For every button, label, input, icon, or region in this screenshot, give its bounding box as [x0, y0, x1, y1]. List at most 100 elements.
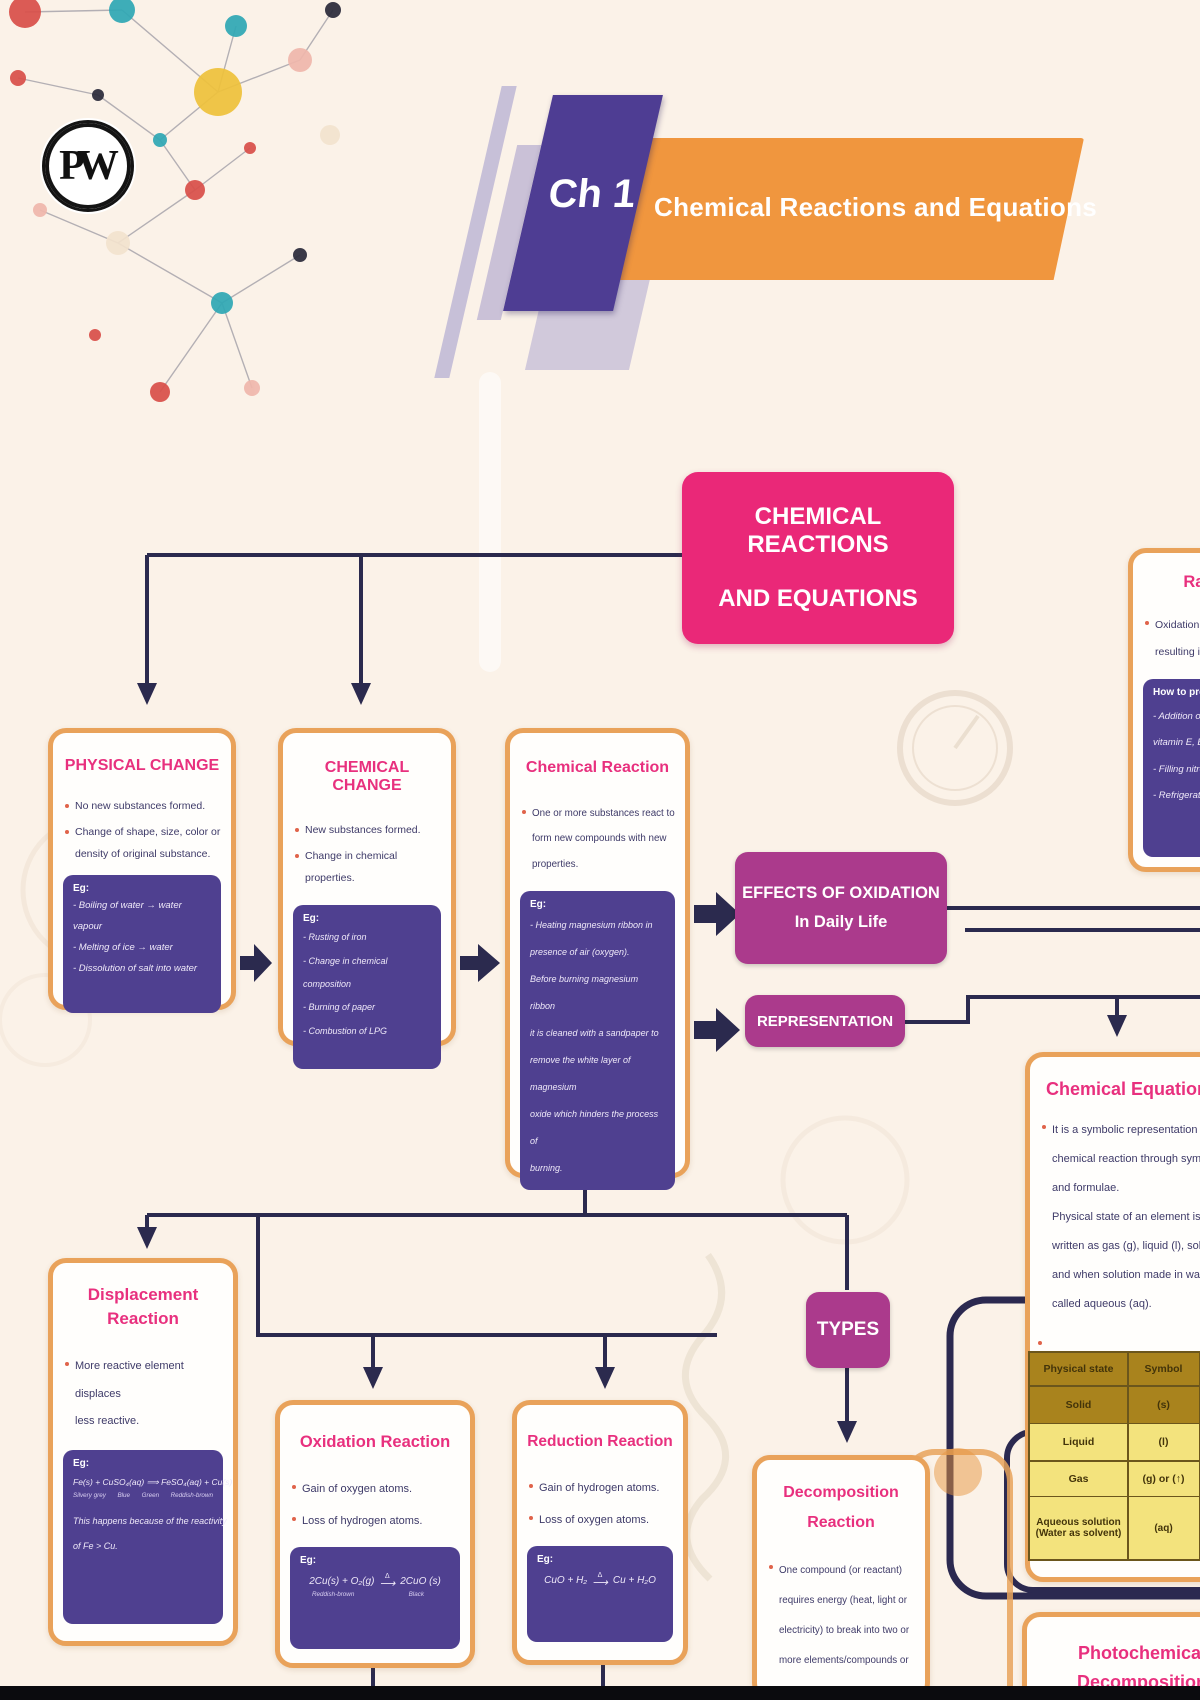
prevention-item: - Addition of antioxidants (like vitamin… [1153, 710, 1200, 749]
examples-box: Eg: - Boiling of water → water vapour - … [63, 875, 221, 1014]
color-label: Black [408, 1591, 424, 1598]
representation-badge-label: REPRESENTATION [756, 1012, 894, 1030]
examples-box: Eg: - Rusting of iron - Change in chemic… [293, 905, 441, 1070]
bullet-dot-icon [522, 810, 526, 814]
table-cell: (aq) [1128, 1497, 1199, 1559]
example-item: - Burning of paper [303, 1002, 376, 1013]
delta-label: Δ [384, 1573, 390, 1580]
bullet: Loss of hydrogen atoms. [290, 1508, 460, 1536]
equation-reactants: 2Cu(s) + O₂(g) [309, 1576, 375, 1587]
table-header-symbol: Symbol [1128, 1353, 1199, 1385]
bullet: One or more substances react to form new… [520, 801, 675, 877]
physical-state-symbol-table: Physical state Symbol Solid (s) Liquid (… [1028, 1351, 1200, 1561]
example-item: - Change in chemical composition [303, 955, 388, 989]
pw-logo-text: PW [59, 143, 119, 189]
effects-of-oxidation-badge: EFFECTS OF OXIDATION In Daily Life [735, 852, 947, 964]
decomposition-title-line1: Decomposition [783, 1484, 899, 1501]
displacement-note: This happens because of the reactivity o… [73, 1515, 227, 1551]
reduction-equation: CuO + H₂ Δ⟶ Cu + H₂O [537, 1572, 663, 1589]
bullet-dot-icon [529, 1515, 533, 1520]
chemical-equation-title: Chemical Equation [1046, 1079, 1200, 1099]
displacement-reaction-card: Displacement Reaction More reactive elem… [48, 1258, 238, 1646]
color-label: Reddish-brown [312, 1591, 355, 1598]
examples-box: Eg: Fe(s) + CuSO₄(aq) ⟹ FeSO₄(aq) + Cu(s… [63, 1449, 232, 1624]
root-topic-node: CHEMICAL REACTIONS AND EQUATIONS [682, 472, 954, 644]
equation-products: Cu + H₂O [612, 1575, 656, 1586]
bullet-dot-icon [1042, 1125, 1046, 1129]
displacement-title-line1: Displacement [87, 1285, 199, 1304]
eg-label: Eg: [73, 1457, 90, 1469]
bullet-dot-icon [769, 1565, 773, 1569]
equation-products: 2CuO (s) [400, 1576, 441, 1587]
molecule-network-dots [9, 0, 341, 402]
bullet: It is a symbolic representation of chemi… [1040, 1116, 1200, 1319]
chemical-change-title: CHEMICAL CHANGE [324, 759, 410, 794]
displacement-title-line2: Reaction [107, 1309, 179, 1328]
table-cell: (g) or (↑) [1128, 1461, 1199, 1496]
bullet-dot-icon [295, 854, 299, 859]
equation-color-labels: Silvery grey Blue Green Reddish-brown [73, 1492, 213, 1499]
chapter-title: Chemical Reactions and Equations [654, 192, 1098, 222]
bullet-dot-icon [1145, 621, 1149, 625]
oxidation-title: Oxidation Reaction [299, 1433, 451, 1451]
table-cell: Solid [1030, 1386, 1127, 1423]
prevent-label: How to prevent rancidity: [1153, 686, 1200, 698]
delta-arrow-icon: Δ⟶ [592, 1572, 608, 1589]
chemical-reaction-title: Chemical Reaction [525, 759, 670, 776]
pw-logo: PW [42, 120, 134, 212]
delta-label: Δ [597, 1572, 603, 1579]
decomposition-reaction-card: Decomposition Reaction One compound (or … [752, 1455, 930, 1700]
eg-label: Eg: [300, 1555, 317, 1566]
root-topic-line1: CHEMICAL REACTIONS [747, 503, 889, 558]
oxidation-equation: 2Cu(s) + O₂(g) Δ⟶ 2CuO (s) [300, 1573, 450, 1590]
examples-box: Eg: CuO + H₂ Δ⟶ Cu + H₂O [527, 1546, 673, 1642]
color-label: Green [141, 1491, 160, 1499]
equation-reactants: CuO + H₂ [544, 1575, 588, 1586]
prevention-box: How to prevent rancidity: - Addition of … [1143, 678, 1200, 857]
example-item: - Rusting of iron [303, 932, 367, 943]
types-badge: TYPES [806, 1292, 890, 1368]
bullet-dot-icon [529, 1484, 533, 1488]
prevention-item: - Filling nitrogen gas in food packets [1153, 763, 1200, 775]
color-label: Silvery grey [73, 1491, 106, 1499]
color-label: Reddish-brown [170, 1491, 213, 1499]
bullet-dot-icon [292, 1485, 296, 1489]
bullet-dot-icon [1038, 1341, 1042, 1345]
bullet-dot-icon [65, 830, 69, 835]
effects-badge-line2: In Daily Life [794, 913, 888, 931]
physical-change-card: PHYSICAL CHANGE No new substances formed… [48, 728, 236, 1014]
thick-arrows [240, 892, 740, 1052]
example-item: - Combustion of LPG [303, 1025, 388, 1036]
eg-label: Eg: [303, 913, 320, 925]
bullet-dot-icon [292, 1516, 296, 1521]
bullet-dot-icon [65, 804, 69, 808]
table-cell: Gas [1030, 1461, 1127, 1496]
chemical-equation-card: Chemical Equation It is a symbolic repre… [1025, 1052, 1200, 1582]
eg-label: Eg: [537, 1554, 554, 1565]
representation-badge: REPRESENTATION [745, 995, 905, 1047]
example-item: - Heating magnesium ribbon in presence o… [530, 920, 659, 1174]
bullet: Gain of oxygen atoms. [290, 1476, 460, 1504]
example-item: - Dissolution of salt into water [73, 962, 198, 974]
photochemical-decomposition-card: Photochemical Decomposition [1022, 1612, 1200, 1700]
physical-change-title: PHYSICAL CHANGE [64, 757, 220, 774]
eg-label: Eg: [73, 883, 90, 895]
chapter-number: Ch 1 [546, 172, 638, 216]
prevention-item: - Refrigeration of food items [1153, 790, 1200, 802]
photochemical-title-line1: Photochemical [1077, 1643, 1200, 1663]
example-item: - Boiling of water → water vapour [73, 900, 182, 933]
color-label: Blue [117, 1491, 131, 1499]
bullet: Change in chemical properties. [293, 845, 441, 889]
example-item: - Melting of ice → water [73, 941, 173, 953]
chemical-reaction-card: Chemical Reaction One or more substances… [505, 728, 690, 1191]
equation-color-labels: Reddish-brown Black [300, 1589, 450, 1598]
rancidity-card: Rancidity Oxidation of fats and oils in … [1128, 548, 1200, 872]
delta-arrow-icon: Δ⟶ [379, 1573, 396, 1590]
examples-box: Eg: - Heating magnesium ribbon in presen… [520, 891, 675, 1191]
rancidity-title: Rancidity [1183, 573, 1200, 591]
bullet: More reactive element displaces less rea… [63, 1353, 223, 1436]
chemical-change-card: CHEMICAL CHANGE New substances formed. C… [278, 728, 456, 1070]
bullet-dot-icon [295, 828, 299, 832]
